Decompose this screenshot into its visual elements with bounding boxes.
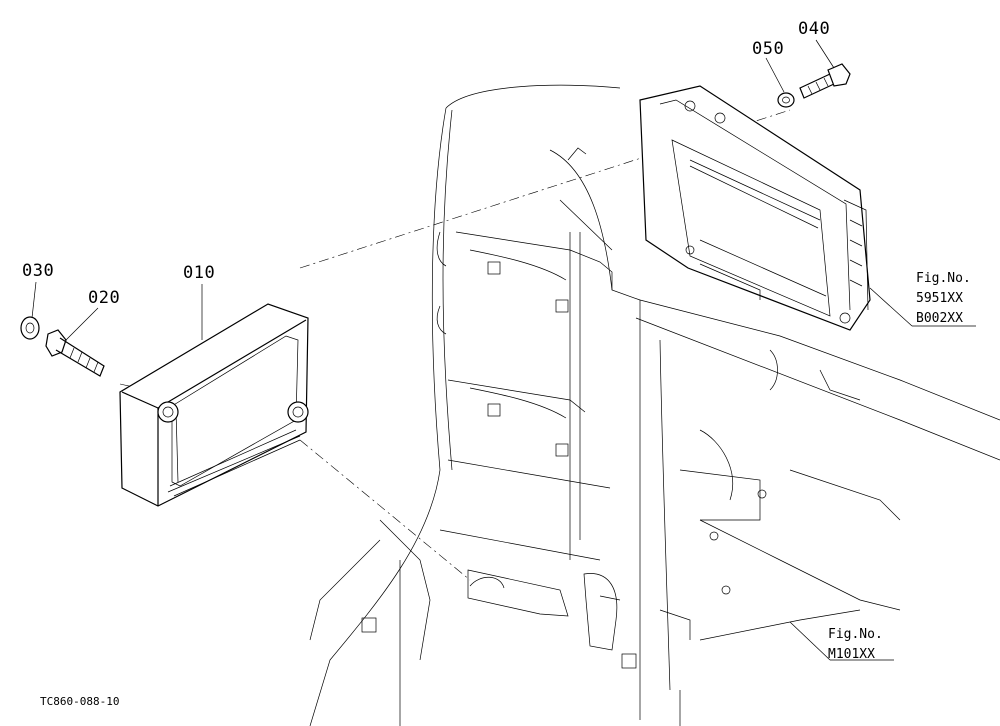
figure-reference-number: B002XX [916, 311, 963, 326]
bolt-040 [799, 63, 851, 99]
body-frame [309, 84, 1000, 726]
callout-050: 050 [752, 39, 784, 59]
callout-020: 020 [88, 288, 120, 308]
ecu-unit [639, 85, 871, 331]
callout-040: 040 [798, 19, 830, 39]
bolt-020 [45, 329, 105, 377]
controller-housing-010 [119, 303, 309, 507]
figure-reference-number: M101XX [828, 647, 875, 662]
figure-reference-label: Fig.No. [916, 271, 971, 286]
washer-050 [777, 92, 795, 108]
figure-reference-number: 5951XX [916, 291, 963, 306]
drawing-code: TC860-088-10 [40, 695, 119, 708]
callout-030: 030 [22, 261, 54, 281]
washer-030 [20, 316, 40, 340]
leader-lines [31, 39, 976, 661]
callout-010: 010 [183, 263, 215, 283]
figure-reference-label: Fig.No. [828, 627, 883, 642]
